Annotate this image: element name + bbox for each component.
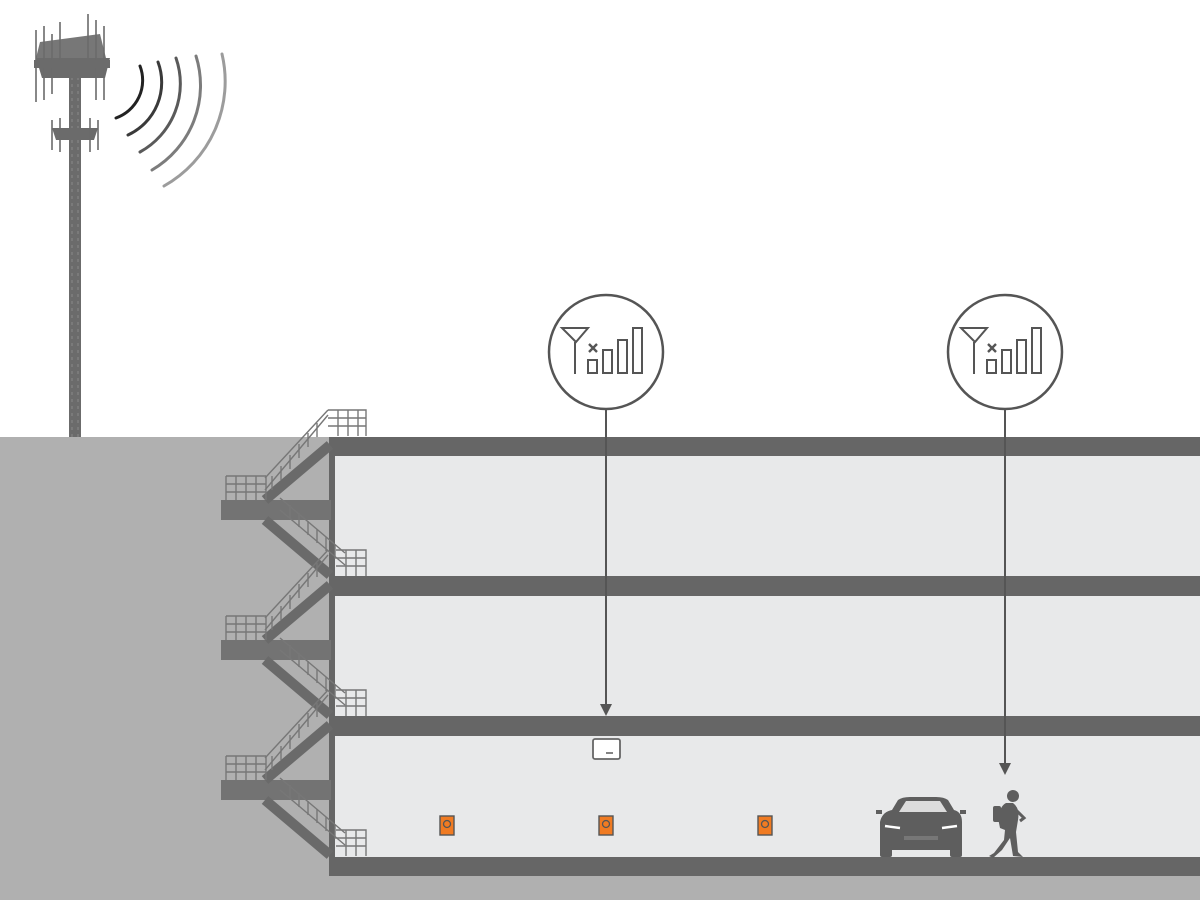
floor-slab-3	[334, 857, 1200, 876]
radio-wave-icon	[114, 52, 227, 188]
no-signal-bars-icon	[559, 327, 643, 374]
roof-slab	[334, 437, 1200, 456]
indoor-antenna-icon	[439, 815, 455, 836]
stair-flight	[221, 409, 367, 859]
indoor-antennas	[439, 815, 773, 836]
stairwell	[221, 409, 367, 859]
indoor-antenna-icon	[757, 815, 773, 836]
garage-wall	[329, 437, 335, 876]
floor-slab-1	[334, 576, 1200, 596]
signal-indicator-1	[547, 293, 665, 716]
garage-slabs	[329, 437, 1200, 876]
signal-indicator-2	[946, 293, 1064, 775]
indoor-antenna-icon	[598, 815, 614, 836]
cell-tower-icon	[34, 14, 110, 437]
floor-slab-2	[334, 716, 1200, 736]
no-signal-bars-icon	[958, 327, 1042, 374]
person-with-phone-icon	[989, 790, 1027, 858]
garage-interior	[334, 456, 1200, 857]
car-icon	[876, 797, 966, 857]
signal-booster-icon	[592, 738, 621, 760]
